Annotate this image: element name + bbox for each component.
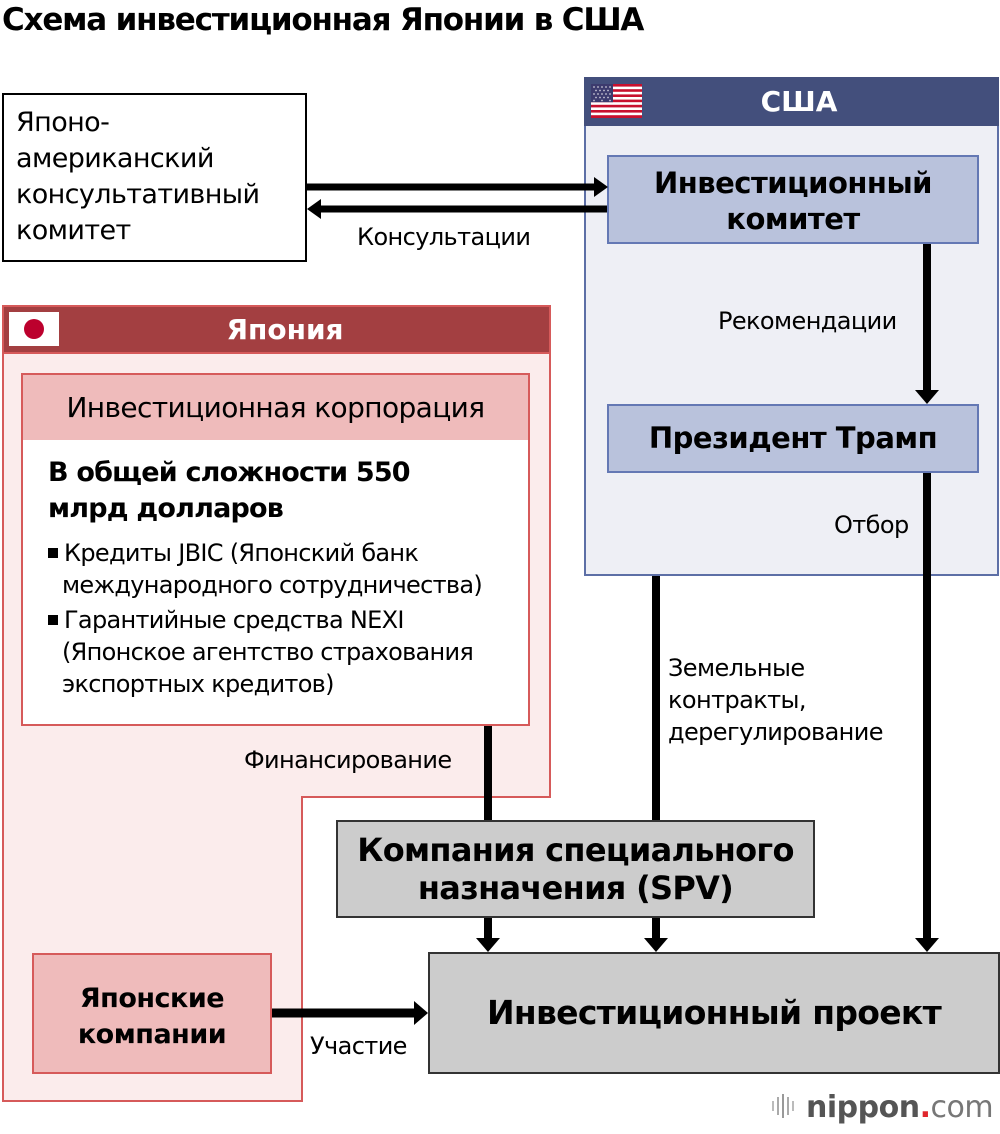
investment-project-box: Инвестиционный проект xyxy=(428,952,1000,1074)
logo-dot: . xyxy=(919,1090,931,1125)
president-trump-box: Президент Трамп xyxy=(607,404,979,473)
label-financing: Финансирование xyxy=(244,746,452,774)
item-text: экспортных кредитов) xyxy=(62,670,334,698)
label-recommendations: Рекомендации xyxy=(718,307,897,335)
investment-committee-line: Инвестиционный xyxy=(653,166,933,200)
arrow-spv-to-project-left xyxy=(476,918,500,952)
usa-title: США xyxy=(760,85,838,118)
logo-name: nippon xyxy=(806,1090,920,1125)
arrow-committee-to-consult xyxy=(307,199,607,219)
consultative-committee-box: Японо- американский консультативный коми… xyxy=(2,93,307,262)
japanese-companies-box: Японские компании xyxy=(32,953,272,1074)
spv-line: Компания специального xyxy=(357,831,794,869)
japan-flag-icon xyxy=(9,312,59,346)
usa-header xyxy=(584,77,999,126)
companies-line: Японские xyxy=(79,983,225,1014)
consult-line: Японо- xyxy=(16,107,110,138)
item-text: Гарантийные средства NEXI xyxy=(64,606,404,634)
total-line: млрд долларов xyxy=(48,493,284,524)
investment-committee-box: Инвестиционный комитет xyxy=(607,155,979,244)
investment-corporation-body xyxy=(21,440,530,726)
spv-box: Компания специального назначения (SPV) xyxy=(336,820,815,918)
funding-item-jbic: Кредиты JBIC (Японский банк международно… xyxy=(48,537,483,601)
companies-line: компании xyxy=(77,1019,227,1050)
consult-line: комитет xyxy=(16,215,131,246)
consult-line: консультативный xyxy=(16,179,260,210)
funding-item-nexi: Гарантийные средства NEXI (Японское аген… xyxy=(48,604,474,700)
page-title: Схема инвестиционная Японии в США xyxy=(2,2,644,38)
label-selection: Отбор xyxy=(834,511,909,539)
japan-header xyxy=(2,305,551,354)
square-bullet-icon xyxy=(48,548,58,558)
label-land-contracts: Земельные контракты, дерегулирование xyxy=(668,652,884,748)
total-amount: В общей сложности 550 млрд долларов xyxy=(48,455,411,527)
logo-tld: com xyxy=(930,1090,994,1125)
us-flag-icon xyxy=(591,84,642,118)
label-line: дерегулирование xyxy=(668,718,884,746)
nippon-logo: nippon.com xyxy=(770,1090,994,1125)
sound-bars-icon xyxy=(772,1094,794,1118)
item-text: (Японское агентство страхования xyxy=(62,638,474,666)
japan-title: Япония xyxy=(226,313,344,346)
item-text: международного сотрудничества) xyxy=(62,571,483,599)
consult-line: американский xyxy=(16,143,214,174)
label-line: контракты, xyxy=(668,686,806,714)
total-line: В общей сложности 550 xyxy=(48,457,411,488)
investment-committee-line: комитет xyxy=(726,202,860,236)
arrow-spv-to-project-right xyxy=(644,918,668,952)
label-consultations: Консультации xyxy=(357,223,531,251)
item-text: Кредиты JBIC (Японский банк xyxy=(64,539,419,567)
investment-corporation-header: Инвестиционная корпорация xyxy=(21,373,530,442)
arrow-consult-to-committee xyxy=(307,177,608,197)
spv-line: назначения (SPV) xyxy=(417,869,734,907)
square-bullet-icon xyxy=(48,615,58,625)
label-participation: Участие xyxy=(310,1032,407,1060)
label-line: Земельные xyxy=(668,654,805,682)
